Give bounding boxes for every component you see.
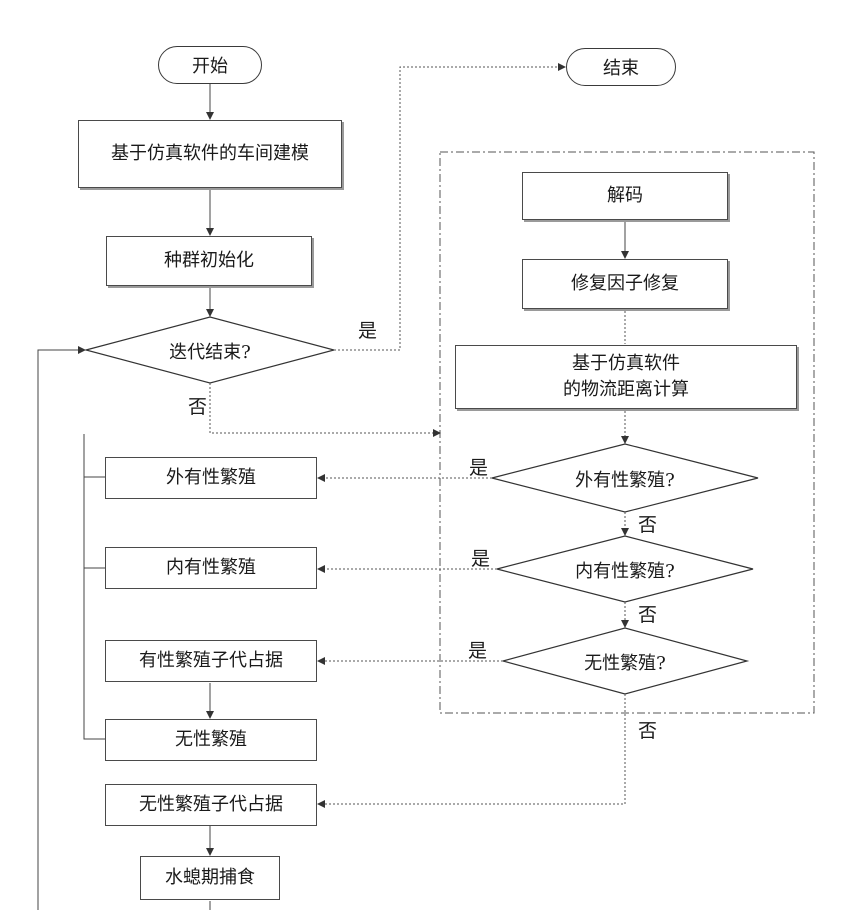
ext-sexual-q-text: 外有性繁殖? — [545, 466, 705, 492]
arrow-asexq-asexocc — [318, 694, 625, 804]
yes-label-iter: 是 — [358, 316, 377, 343]
ext-sexual-box: 外有性繁殖 — [105, 457, 317, 499]
repair-box: 修复因子修复 — [522, 259, 728, 309]
arrow-iter-no-frame — [210, 383, 440, 433]
left-bracket — [84, 434, 105, 739]
predation-box: 水螅期捕食 — [140, 856, 280, 900]
yes-label-ext: 是 — [469, 453, 488, 480]
no-label-ext: 否 — [638, 510, 657, 537]
loop-back-line — [38, 350, 85, 910]
start-terminal: 开始 — [158, 46, 262, 84]
no-label-int: 否 — [638, 600, 657, 627]
asexual-q-text: 无性繁殖? — [545, 649, 705, 675]
iter-end-text: 迭代结束? — [130, 338, 290, 364]
int-sexual-box: 内有性繁殖 — [105, 547, 317, 589]
yes-label-int: 是 — [471, 544, 490, 571]
yes-label-asex: 是 — [468, 636, 487, 663]
int-sexual-q-text: 内有性繁殖? — [545, 557, 705, 583]
workshop-model-box: 基于仿真软件的车间建模 — [78, 120, 342, 188]
asexual-box: 无性繁殖 — [105, 719, 317, 761]
no-label-asex: 否 — [638, 716, 657, 743]
sexual-offspring-box: 有性繁殖子代占据 — [105, 640, 317, 682]
asexual-offspring-box: 无性繁殖子代占据 — [105, 784, 317, 826]
distance-calc-box: 基于仿真软件 的物流距离计算 — [455, 345, 797, 409]
no-label-iter: 否 — [188, 392, 207, 419]
start-label: 开始 — [192, 52, 228, 78]
decode-box: 解码 — [522, 172, 728, 220]
end-label: 结束 — [603, 54, 639, 80]
population-init-box: 种群初始化 — [106, 236, 312, 286]
end-terminal: 结束 — [566, 48, 676, 86]
